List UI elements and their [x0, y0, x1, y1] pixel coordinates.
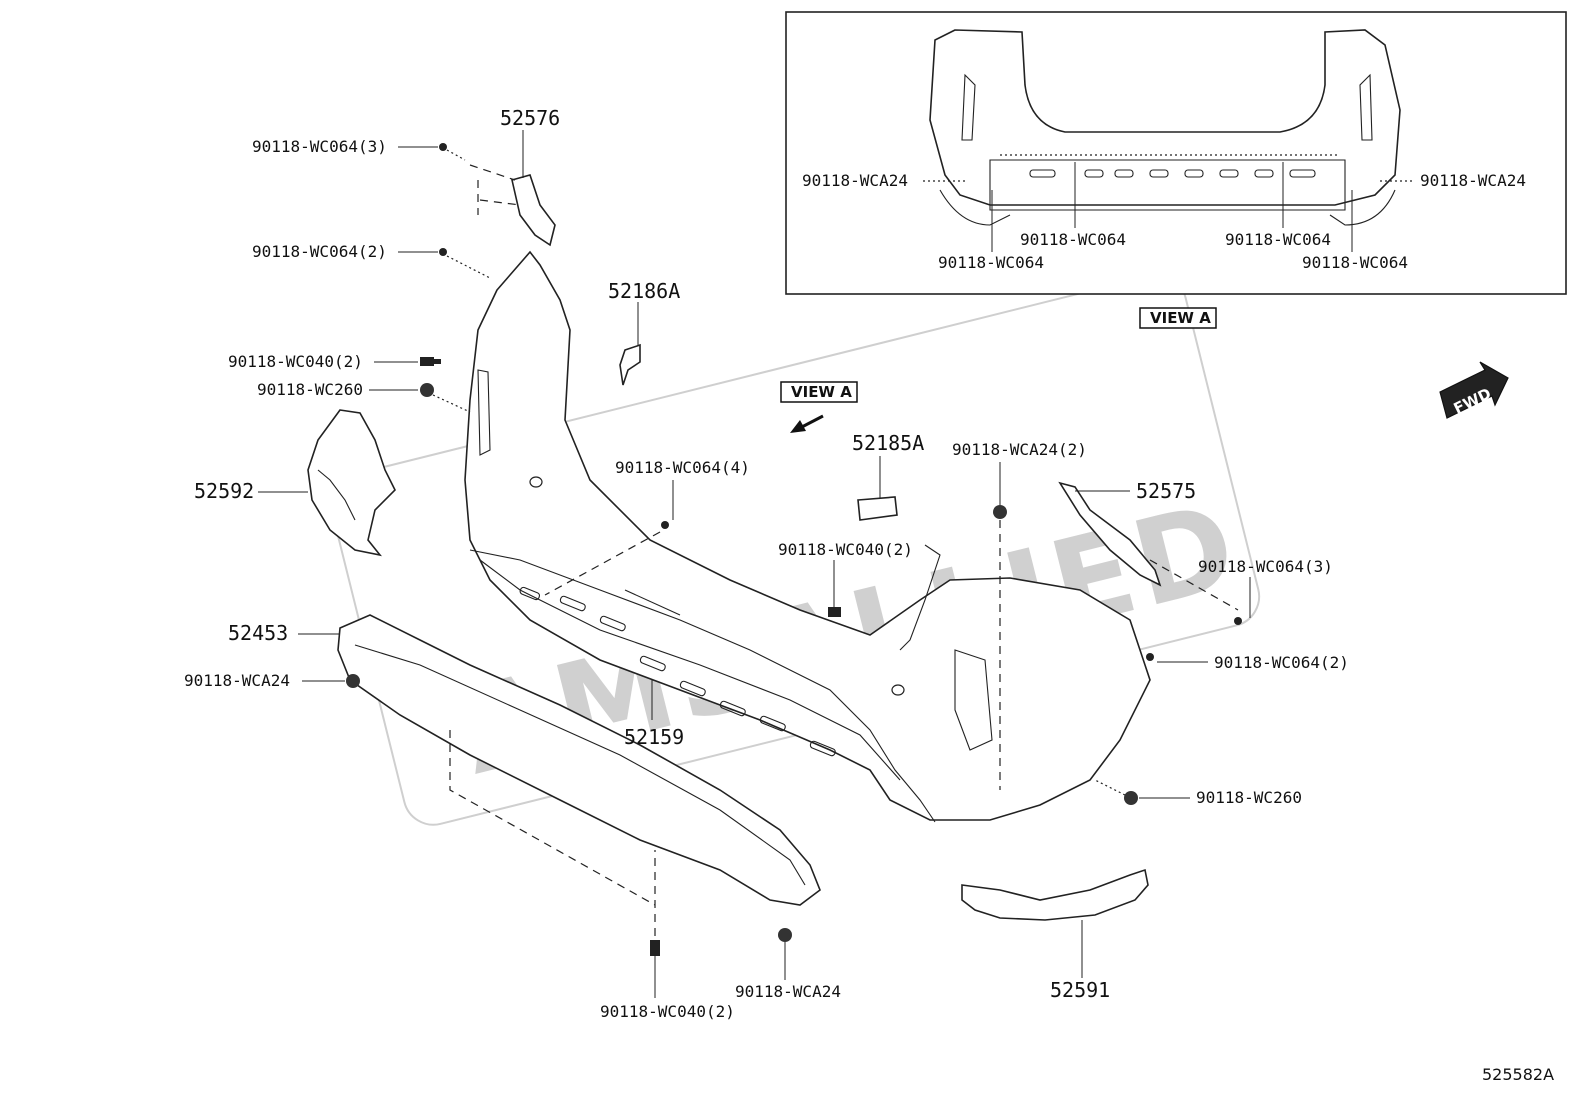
view-a-arrow: VIEW A	[780, 381, 858, 433]
view-a-label-wc064-c: 90118-WC064	[1225, 230, 1331, 249]
label-wc260-right: 90118-WC260	[1196, 788, 1302, 807]
view-a-label-wc064-a: 90118-WC064	[1020, 230, 1126, 249]
label-52591: 52591	[1050, 978, 1110, 1002]
label-52575: 52575	[1136, 479, 1196, 503]
clip-52186A	[619, 343, 641, 386]
view-a-label-wc064-b: 90118-WC064	[938, 253, 1044, 272]
view-a-tag-text: VIEW A	[1150, 309, 1211, 327]
label-wc064-3-right: 90118-WC064(3)	[1198, 557, 1333, 576]
label-wca24-2: 90118-WCA24(2)	[952, 440, 1087, 459]
labels: 52576 90118-WC064(3) 90118-WC064(2) 5218…	[184, 106, 1554, 1084]
screw-icon	[1146, 653, 1154, 661]
piece-52591	[961, 868, 1149, 921]
fwd-arrow-icon: FWD	[1439, 361, 1509, 419]
bumper-cover	[464, 250, 1151, 823]
view-a-label-wca24-left: 90118-WCA24	[802, 171, 908, 190]
label-wc040-2-mid: 90118-WC040(2)	[778, 540, 913, 559]
leaders	[258, 130, 1251, 998]
screw-icon	[439, 143, 466, 161]
bracket-52575	[1058, 481, 1239, 611]
bracket-52576	[469, 164, 556, 247]
label-52185A: 52185A	[852, 431, 924, 455]
label-52592: 52592	[194, 479, 254, 503]
label-wc064-2-right: 90118-WC064(2)	[1214, 653, 1349, 672]
label-wc064-4: 90118-WC064(4)	[615, 458, 750, 477]
clip-icon	[346, 674, 360, 688]
view-a-inset: 90118-WCA24 90118-WCA24 90118-WC064 9011…	[785, 11, 1567, 295]
bolt-icon	[420, 357, 441, 366]
lower-spoiler	[337, 614, 821, 906]
label-wc040-2-left: 90118-WC040(2)	[228, 352, 363, 371]
clip-icon	[420, 383, 471, 413]
label-wc040-2-bottom: 90118-WC040(2)	[600, 1002, 735, 1021]
label-wca24-left: 90118-WCA24	[184, 671, 290, 690]
label-52576: 52576	[500, 106, 560, 130]
label-wc260-left: 90118-WC260	[257, 380, 363, 399]
label-52453: 52453	[228, 621, 288, 645]
view-a-tag: VIEW A	[1139, 307, 1217, 329]
fasteners	[346, 143, 1242, 956]
screw-icon	[1234, 617, 1242, 625]
screw-icon	[544, 521, 669, 596]
side-piece-52592	[307, 409, 396, 557]
clip-icon	[993, 505, 1007, 790]
bolt-icon	[650, 850, 660, 956]
label-wc064-2-top: 90118-WC064(2)	[252, 242, 387, 261]
bracket-52185A	[857, 496, 898, 521]
reference-number: 525582A	[1482, 1065, 1554, 1084]
clip-icon	[778, 928, 792, 942]
view-a-label-wca24-right: 90118-WCA24	[1420, 171, 1526, 190]
guide-line	[449, 730, 656, 906]
view-a-arrow-text: VIEW A	[791, 383, 852, 401]
clip-icon	[1094, 779, 1138, 805]
view-a-label-wc064-d: 90118-WC064	[1302, 253, 1408, 272]
bolt-icon	[828, 607, 841, 617]
label-wc064-3-top: 90118-WC064(3)	[252, 137, 387, 156]
label-52159: 52159	[624, 725, 684, 749]
screw-icon	[439, 248, 491, 279]
label-wca24-bottom: 90118-WCA24	[735, 982, 841, 1001]
label-52186A: 52186A	[608, 279, 680, 303]
